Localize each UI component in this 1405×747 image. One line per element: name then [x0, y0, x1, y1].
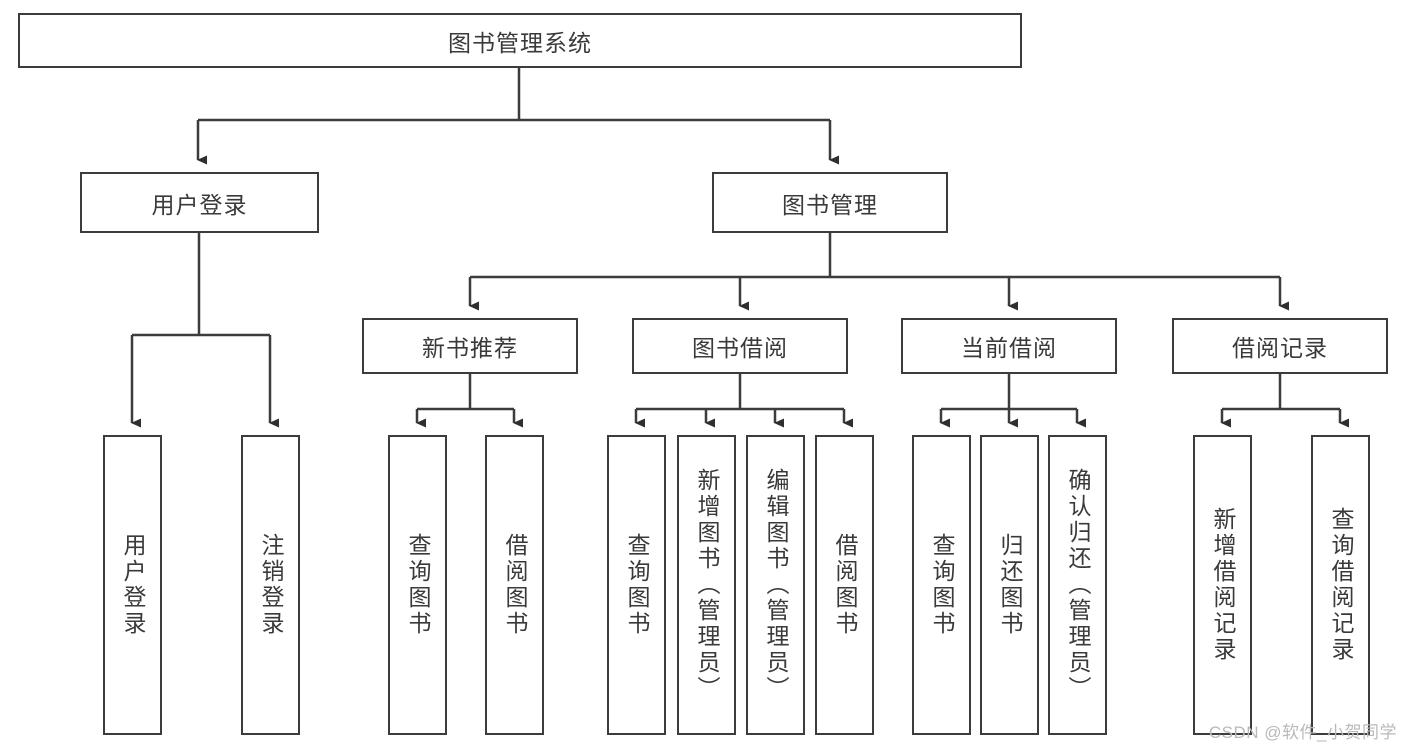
leaf-borrow-book-recommend[interactable]: 借阅图书 [485, 435, 544, 735]
node-label: 用户登录 [120, 533, 146, 637]
node-label: 借阅记录 [1232, 335, 1328, 361]
node-label: 图书管理 [782, 191, 878, 218]
node-label: 查询图书 [624, 533, 650, 637]
leaf-query-book-recommend[interactable]: 查询图书 [388, 435, 447, 735]
node-label: 用户登录 [151, 191, 248, 218]
leaf-add-book-admin[interactable]: 新增图书（管理员） [677, 435, 736, 735]
node-label: 归还图书 [997, 533, 1023, 637]
node-label: 查询图书 [405, 533, 431, 637]
leaf-confirm-return-admin[interactable]: 确认归还（管理员） [1048, 435, 1107, 735]
node-label: 新增借阅记录 [1210, 507, 1236, 663]
leaf-edit-book-admin[interactable]: 编辑图书（管理员） [746, 435, 805, 735]
node-new-book-recommend[interactable]: 新书推荐 [362, 318, 578, 374]
node-book-management[interactable]: 图书管理 [712, 172, 948, 233]
node-label: 借阅图书 [832, 533, 858, 637]
node-current-borrow[interactable]: 当前借阅 [901, 318, 1117, 374]
leaf-logout-login[interactable]: 注销登录 [241, 435, 300, 735]
leaf-add-borrow-record[interactable]: 新增借阅记录 [1193, 435, 1252, 735]
node-user-login[interactable]: 用户登录 [80, 172, 319, 233]
node-label: 查询借阅记录 [1328, 507, 1354, 663]
leaf-query-book-current[interactable]: 查询图书 [912, 435, 971, 735]
node-label: 新增图书（管理员） [694, 468, 720, 702]
node-label: 新书推荐 [422, 335, 518, 361]
leaf-user-login[interactable]: 用户登录 [103, 435, 162, 735]
node-label: 注销登录 [258, 533, 284, 637]
node-label: 当前借阅 [961, 335, 1057, 361]
node-borrow-record[interactable]: 借阅记录 [1172, 318, 1388, 374]
node-label: 借阅图书 [502, 533, 528, 637]
node-label: 确认归还（管理员） [1065, 468, 1091, 702]
leaf-borrow-book[interactable]: 借阅图书 [815, 435, 874, 735]
node-root-book-management-system[interactable]: 图书管理系统 [18, 13, 1022, 68]
node-label: 编辑图书（管理员） [763, 468, 789, 702]
leaf-return-book[interactable]: 归还图书 [980, 435, 1039, 735]
leaf-query-book-borrow[interactable]: 查询图书 [607, 435, 666, 735]
node-label: 查询图书 [929, 533, 955, 637]
node-book-borrow[interactable]: 图书借阅 [632, 318, 848, 374]
node-label: 图书管理系统 [448, 29, 592, 56]
node-label: 图书借阅 [692, 335, 788, 361]
leaf-query-borrow-record[interactable]: 查询借阅记录 [1311, 435, 1370, 735]
